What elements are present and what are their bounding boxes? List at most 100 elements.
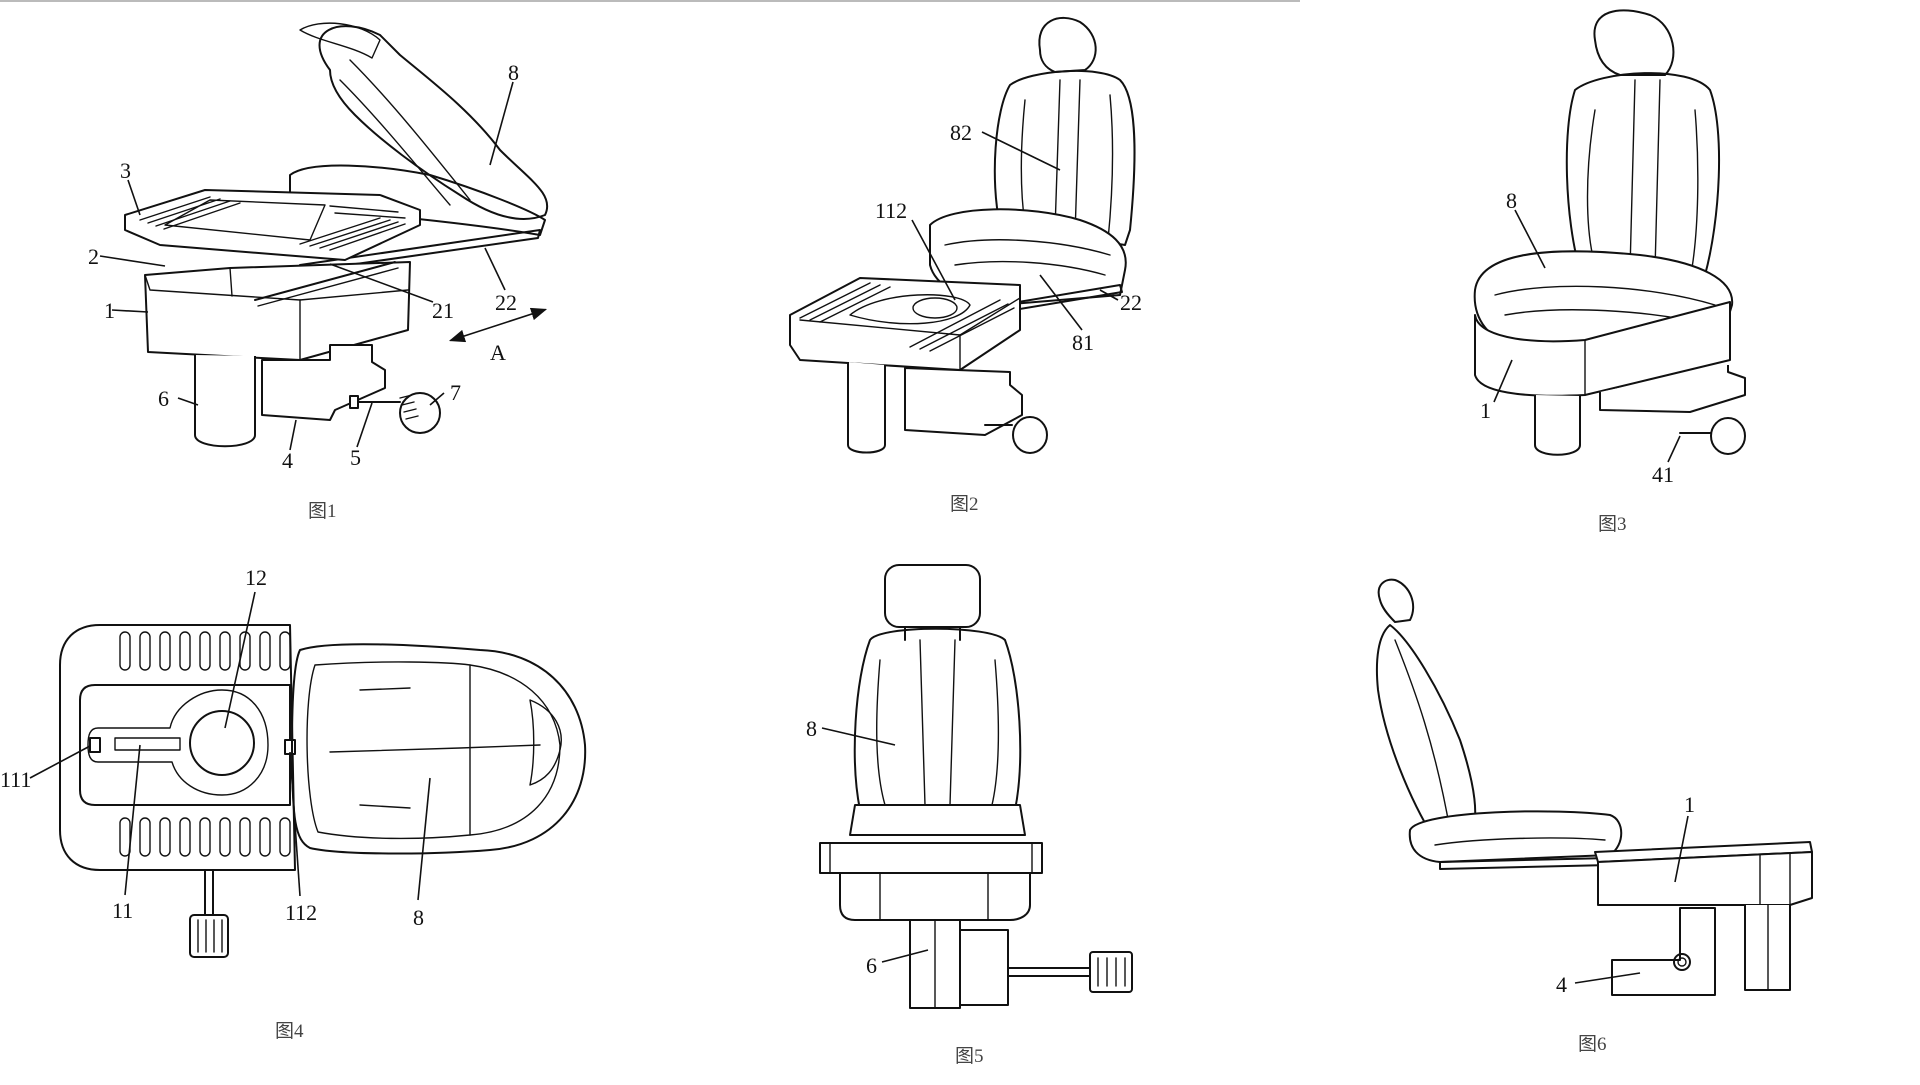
fig6-base-body bbox=[1597, 851, 1813, 906]
fig4-seat-seam bbox=[329, 744, 541, 753]
fig3-bracket bbox=[1599, 365, 1746, 413]
fig5-label-6: 6 bbox=[866, 953, 877, 978]
fig1-seat-back bbox=[318, 25, 549, 220]
fig3-label-41: 41 bbox=[1652, 462, 1674, 487]
fig2-knob bbox=[1012, 416, 1048, 454]
fig4-base-plate bbox=[59, 624, 296, 871]
fig5-cushion bbox=[849, 804, 1026, 836]
fig2-toilet-opening bbox=[849, 294, 971, 325]
top-border-line bbox=[0, 0, 1300, 2]
fig1-knob-ridges bbox=[399, 394, 419, 420]
fig2-back-bolster-2 bbox=[1107, 94, 1114, 241]
fig1-knob bbox=[399, 392, 441, 434]
fig4-seat-back bbox=[469, 664, 561, 836]
fig2-cushion-seam bbox=[944, 239, 1111, 256]
fig4-tab-111 bbox=[89, 737, 101, 753]
fig6-bolt-hole bbox=[1673, 953, 1691, 971]
fig3-leaders bbox=[1493, 209, 1681, 463]
fig5-base-dividers bbox=[879, 872, 989, 921]
fig2-back-bolster bbox=[1020, 99, 1026, 226]
fig3-headrest bbox=[1593, 9, 1675, 76]
fig6-headrest bbox=[1377, 578, 1415, 623]
fig6-label-4: 4 bbox=[1556, 972, 1567, 997]
fig5-leaders bbox=[821, 727, 929, 963]
fig6-bracket bbox=[1611, 907, 1716, 996]
fig6-base-dividers bbox=[1759, 852, 1791, 906]
fig1-leaders bbox=[99, 81, 548, 451]
fig1-label-4: 4 bbox=[282, 448, 293, 473]
fig5-headrest bbox=[884, 564, 981, 628]
fig5-bolsters bbox=[876, 659, 1000, 806]
figure-2: 82 112 22 81 图2 bbox=[789, 17, 1142, 515]
fig5-knob bbox=[1089, 951, 1133, 993]
fig4-inner-pan bbox=[79, 684, 291, 806]
fig3-back-seam-2 bbox=[1654, 79, 1661, 271]
fig5-bracket bbox=[959, 929, 1009, 1006]
fig4-headrest bbox=[529, 699, 562, 786]
fig1-label-7: 7 bbox=[450, 380, 461, 405]
fig1-label-6: 6 bbox=[158, 386, 169, 411]
fig4-drain bbox=[189, 710, 255, 776]
fig4-top-slots bbox=[119, 631, 291, 671]
fig4-label-111: 111 bbox=[0, 767, 31, 792]
fig1-bolt-head bbox=[349, 395, 359, 409]
fig5-plate bbox=[819, 842, 1043, 874]
fig5-knob-ridges bbox=[1097, 957, 1126, 987]
fig1-caption: 图1 bbox=[308, 501, 337, 522]
fig6-caption: 图6 bbox=[1578, 1034, 1607, 1055]
fig2-back-seam-2 bbox=[1074, 79, 1081, 236]
fig3-bolster bbox=[1586, 109, 1596, 266]
figure-1: 8 3 2 1 21 22 A 6 4 5 7 图1 bbox=[88, 22, 549, 522]
fig5-backrest bbox=[853, 627, 1022, 811]
fig3-label-1: 1 bbox=[1480, 398, 1491, 423]
fig2-headrest bbox=[1038, 17, 1097, 73]
fig1-label-3: 3 bbox=[120, 158, 131, 183]
fig1-base-notch bbox=[229, 267, 233, 297]
fig4-seat-stitches bbox=[359, 687, 411, 809]
fig3-base bbox=[1474, 301, 1731, 397]
fig3-knob bbox=[1710, 417, 1746, 455]
fig1-label-21: 21 bbox=[432, 298, 454, 323]
fig6-backrest bbox=[1375, 624, 1477, 841]
fig6-leaders bbox=[1574, 815, 1689, 984]
fig1-column bbox=[194, 355, 256, 448]
fig2-caption: 图2 bbox=[950, 494, 979, 515]
fig2-bracket bbox=[904, 367, 1023, 436]
figure-3: 8 1 41 图3 bbox=[1473, 9, 1746, 535]
fig6-bolt-hole-inner bbox=[1677, 957, 1687, 967]
fig1-label-2: 2 bbox=[88, 244, 99, 269]
fig2-label-112: 112 bbox=[875, 198, 907, 223]
fig4-seat-cushion bbox=[306, 661, 471, 840]
fig4-knob bbox=[189, 914, 229, 958]
fig4-label-11: 11 bbox=[112, 898, 133, 923]
fig4-tab-112 bbox=[284, 739, 296, 755]
figure-5: 8 6 图5 bbox=[806, 564, 1133, 1067]
fig1-slide-bar bbox=[254, 261, 396, 301]
fig4-caption: 图4 bbox=[275, 1021, 304, 1042]
fig3-backrest bbox=[1565, 72, 1721, 276]
fig1-back-seam bbox=[349, 59, 471, 201]
fig5-plate-edges bbox=[829, 842, 1033, 874]
fig4-leaders bbox=[29, 591, 431, 901]
fig4-bottom-slots bbox=[119, 817, 291, 857]
fig4-label-12: 12 bbox=[245, 565, 267, 590]
fig3-caption: 图3 bbox=[1598, 514, 1627, 535]
figure-4: 12 111 11 112 8 图4 bbox=[0, 565, 587, 1042]
fig5-label-8: 8 bbox=[806, 716, 817, 741]
fig1-label-5: 5 bbox=[350, 445, 361, 470]
fig6-back-seam bbox=[1394, 639, 1451, 831]
fig1-tray-opening bbox=[164, 199, 326, 241]
fig2-cushion-seam-2 bbox=[954, 260, 1106, 276]
fig3-label-8: 8 bbox=[1506, 188, 1517, 213]
figure-6: 1 4 图6 bbox=[1375, 578, 1813, 1055]
fig2-label-82: 82 bbox=[950, 120, 972, 145]
fig1-label-A: A bbox=[490, 340, 506, 365]
fig2-back-seam bbox=[1054, 79, 1061, 231]
fig4-label-8: 8 bbox=[413, 905, 424, 930]
fig2-column bbox=[847, 362, 886, 454]
fig3-back-seam bbox=[1629, 79, 1636, 271]
fig1-back-seam-2 bbox=[339, 79, 451, 206]
fig6-cushion-seam bbox=[1434, 837, 1606, 846]
